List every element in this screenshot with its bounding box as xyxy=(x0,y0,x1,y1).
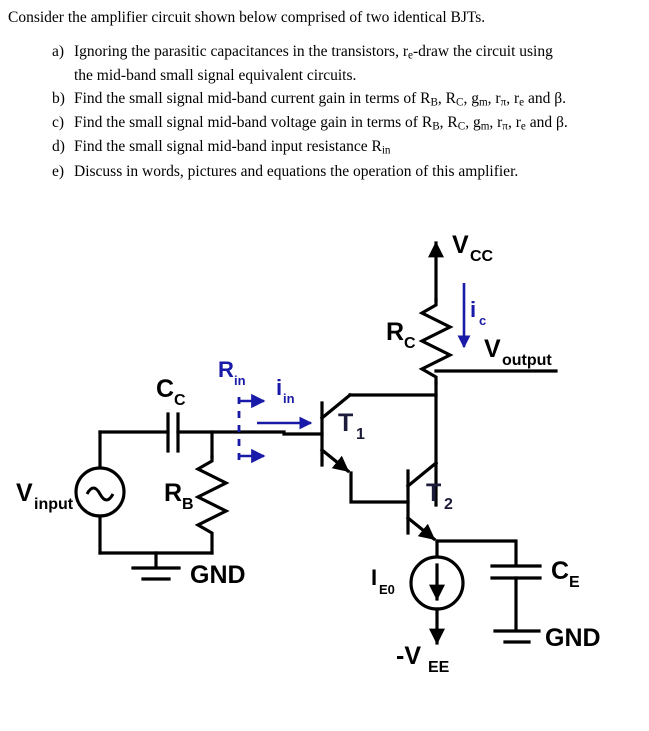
gnd-symbol-right xyxy=(493,629,541,644)
part-e-line-1: Discuss in words, pictures and equations… xyxy=(74,162,519,180)
vinput-label-sub: input xyxy=(34,496,74,513)
rin-annotation xyxy=(237,393,266,464)
vcc-label: V xyxy=(452,231,469,259)
rin-label-sub: in xyxy=(234,373,246,388)
t1-label-sub: 1 xyxy=(356,426,365,443)
ce-label: C xyxy=(551,557,569,585)
ie0-label-sub: E0 xyxy=(379,582,395,597)
question-text-block: Consider the amplifier circuit shown bel… xyxy=(0,0,649,184)
question-part-d: d) Find the small signal mid-band input … xyxy=(52,136,649,159)
part-c-marker: c) xyxy=(52,113,65,131)
ce-label-sub: E xyxy=(569,574,580,591)
iin-label: i xyxy=(276,375,282,400)
question-part-e: e) Discuss in words, pictures and equati… xyxy=(52,161,649,183)
voutput-label-sub: output xyxy=(502,352,552,369)
vcc-label-sub: CC xyxy=(470,248,494,265)
t1-emitter-to-t2-base-wire xyxy=(349,471,410,504)
question-intro: Consider the amplifier circuit shown bel… xyxy=(8,9,486,26)
ie0-label: I xyxy=(371,565,377,590)
vee-label: -V xyxy=(396,642,421,670)
t2-label: T xyxy=(426,479,441,507)
cc-label-sub: C xyxy=(174,392,186,409)
gnd-right-label: GND xyxy=(545,624,601,652)
transistor-t1 xyxy=(282,392,438,474)
part-a-marker: a) xyxy=(52,43,65,61)
question-part-a: a) Ignoring the parasitic capacitances i… xyxy=(52,41,649,86)
question-parts-list: a) Ignoring the parasitic capacitances i… xyxy=(0,41,649,182)
part-b-line-1: Find the small signal mid-band current g… xyxy=(74,89,566,109)
voutput-label: V xyxy=(484,335,501,363)
t2-label-sub: 2 xyxy=(444,496,453,513)
cc-label: C xyxy=(156,375,174,403)
cc-capacitor xyxy=(98,412,286,453)
rc-resistor xyxy=(418,298,454,385)
part-a-line-1: Ignoring the parasitic capacitances in t… xyxy=(74,43,553,62)
voutput-node-wire xyxy=(434,369,558,507)
part-a-line-2: the mid-band small signal equivalent cir… xyxy=(74,66,357,84)
rb-label: R xyxy=(164,479,182,507)
rc-label-sub: C xyxy=(404,335,416,352)
ce-capacitor xyxy=(490,564,542,632)
rin-label: R xyxy=(218,357,234,382)
iin-label-sub: in xyxy=(283,391,295,406)
vee-label-sub: EE xyxy=(428,659,450,676)
question-part-c: c) Find the small signal mid-band voltag… xyxy=(52,112,649,135)
emitter-node-wire xyxy=(435,539,518,567)
rb-resistor xyxy=(194,430,230,555)
part-b-marker: b) xyxy=(52,89,65,107)
rb-label-sub: B xyxy=(182,496,194,513)
part-c-line-1: Find the small signal mid-band voltage g… xyxy=(74,113,568,133)
vinput-source xyxy=(74,430,126,555)
part-d-marker: d) xyxy=(52,138,65,156)
part-d-line-1: Find the small signal mid-band input res… xyxy=(74,138,391,157)
ic-label: i xyxy=(470,297,476,322)
ic-label-sub: c xyxy=(479,313,486,328)
gnd-symbol-left xyxy=(98,551,214,581)
part-e-marker: e) xyxy=(52,162,65,180)
gnd-left-label: GND xyxy=(190,561,246,589)
transistor-t2 xyxy=(405,460,439,542)
current-source-ie0 xyxy=(409,555,465,611)
vinput-label: V xyxy=(16,479,33,507)
t1-label: T xyxy=(338,409,353,437)
rc-label: R xyxy=(386,318,404,346)
question-part-b: b) Find the small signal mid-band curren… xyxy=(52,88,649,111)
circuit-diagram: V CC R C i c V output T 1 xyxy=(0,205,649,731)
